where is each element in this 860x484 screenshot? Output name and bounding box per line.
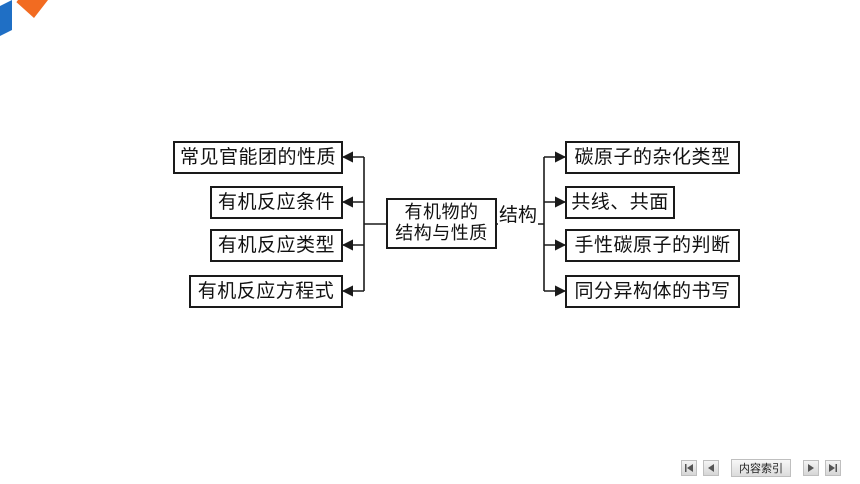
node-isomer-writing: 同分异构体的书写 bbox=[565, 275, 740, 308]
node-collinear-coplanar: 共线、共面 bbox=[565, 186, 675, 219]
corner-logo-icon bbox=[0, 0, 48, 36]
last-slide-icon bbox=[829, 464, 837, 472]
last-slide-button[interactable] bbox=[825, 460, 841, 476]
node-carbon-hybridization: 碳原子的杂化类型 bbox=[565, 141, 740, 174]
node-functional-group-properties: 常见官能团的性质 bbox=[173, 141, 343, 174]
first-slide-icon bbox=[685, 464, 693, 472]
previous-slide-icon bbox=[708, 464, 714, 472]
slide-navigation: 内容索引 bbox=[681, 458, 841, 478]
node-center-organic-structure-properties: 有机物的 结构与性质 bbox=[386, 198, 497, 249]
center-line-1: 有机物的 bbox=[404, 201, 479, 223]
content-index-button[interactable]: 内容索引 bbox=[731, 459, 791, 477]
previous-slide-button[interactable] bbox=[703, 460, 719, 476]
node-reaction-conditions: 有机反应条件 bbox=[210, 186, 343, 219]
edge-label-structure: 结构 bbox=[498, 200, 539, 227]
first-slide-button[interactable] bbox=[681, 460, 697, 476]
next-slide-icon bbox=[808, 464, 814, 472]
node-reaction-equations: 有机反应方程式 bbox=[189, 275, 343, 308]
node-reaction-types: 有机反应类型 bbox=[210, 229, 343, 262]
next-slide-button[interactable] bbox=[803, 460, 819, 476]
center-line-2: 结构与性质 bbox=[395, 222, 488, 244]
node-chiral-carbon: 手性碳原子的判断 bbox=[565, 229, 740, 262]
